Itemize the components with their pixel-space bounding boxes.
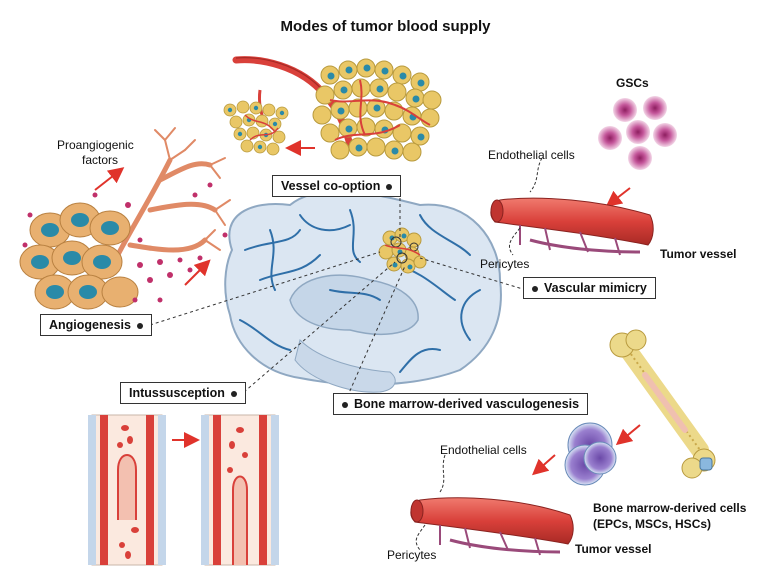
- pericyte-pointer-bottom: [415, 524, 426, 551]
- mimicry-connector: [419, 257, 527, 291]
- bmdc-label-line1: Bone marrow-derived cells: [593, 501, 747, 515]
- connector-dot: [342, 401, 348, 408]
- angiogenesis-text: Angiogenesis: [49, 318, 131, 332]
- bone-marrow-vasculogenesis-label: Bone marrow-derived vasculogenesis: [333, 393, 589, 415]
- bmdc-label-line2: (EPCs, MSCs, HSCs): [593, 517, 712, 531]
- proangiogenic-label-line1: Proangiogenic: [57, 138, 134, 152]
- pericytes-label-bottom: Pericytes: [387, 548, 437, 562]
- connector-dot: [532, 285, 538, 292]
- vessel-cooption-label: Vessel co-option: [272, 175, 402, 197]
- intussusception-illustration: [88, 414, 279, 566]
- pericyte-pointer-top: [509, 227, 521, 256]
- endothelial-cells-label-bottom: Endothelial cells: [440, 443, 527, 457]
- bone-illustration: [609, 329, 716, 479]
- tumor-vessel-top: [490, 197, 654, 256]
- connector-dot: [386, 183, 393, 190]
- gsc-cells: [598, 96, 677, 170]
- tumor-vessel-label-top: Tumor vessel: [660, 247, 737, 261]
- gscs-label: GSCs: [616, 76, 649, 90]
- bone-marrow-vasculogenesis-text: Bone marrow-derived vasculogenesis: [354, 397, 580, 411]
- bmdc-cells: [564, 422, 617, 486]
- intussusception-label: Intussusception: [120, 382, 246, 404]
- gsc-arrow: [605, 187, 631, 207]
- vessel-cooption-text: Vessel co-option: [281, 179, 381, 193]
- tumor-vessel-label-bottom: Tumor vessel: [575, 542, 652, 556]
- angiogenesis-illustration: [19, 127, 231, 310]
- brain-illustration: [224, 190, 502, 393]
- brain-tumor-cluster: [378, 227, 427, 274]
- intussusception-text: Intussusception: [129, 386, 225, 400]
- pericytes-label-top: Pericytes: [480, 257, 530, 271]
- endothelial-cells-label-top: Endothelial cells: [488, 148, 575, 162]
- bmdc-arrow: [532, 454, 556, 476]
- bone-arrow: [615, 424, 641, 446]
- tumor-vessel-bottom: [410, 497, 574, 556]
- bmv-connector: [344, 265, 406, 403]
- angiogenesis-label: Angiogenesis: [40, 314, 152, 336]
- vessel-cooption-illustration: [223, 56, 442, 162]
- connector-dot: [136, 322, 143, 329]
- proangiogenic-label-line2: factors: [82, 153, 119, 167]
- vascular-mimicry-label: Vascular mimicry: [523, 277, 656, 299]
- vascular-mimicry-text: Vascular mimicry: [544, 281, 647, 295]
- figure-title: Modes of tumor blood supply: [280, 18, 491, 35]
- endothelial-pointer-bottom: [439, 454, 446, 493]
- connector-dot: [230, 390, 237, 397]
- endothelial-pointer-top: [529, 157, 543, 193]
- angiogenesis-connector: [149, 251, 381, 326]
